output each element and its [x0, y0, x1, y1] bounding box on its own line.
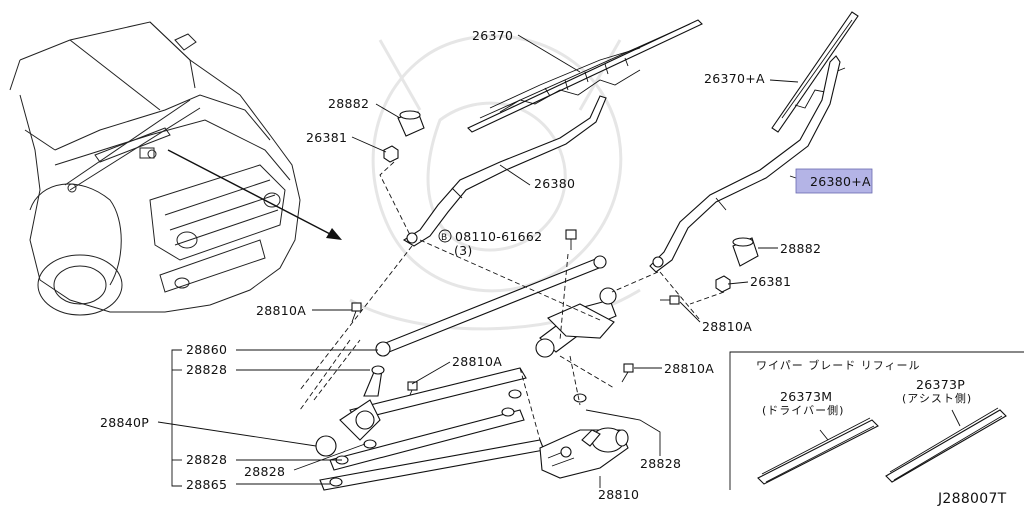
label-08110-qty: (3)	[454, 243, 473, 258]
wiper-arm-assist	[649, 55, 841, 273]
refill-assist-part-number: 26373P	[916, 377, 965, 392]
label-28810a-right-mid: 28810A	[664, 361, 714, 376]
label-26380-a: 26380+A	[810, 174, 871, 189]
bolt-28810a-right-mid	[621, 363, 634, 383]
watermark-logo	[349, 34, 641, 331]
label-08110-circle	[438, 229, 452, 243]
label-26370-a: 26370+A	[704, 71, 765, 86]
refill-strip-driver	[757, 417, 879, 485]
leader-lines	[157, 34, 809, 488]
label-28828-middle: 28828	[244, 464, 285, 479]
label-28810a-right: 28810A	[702, 319, 752, 334]
reference-arrow	[167, 149, 342, 240]
bolt-28810a-right-top	[660, 295, 680, 305]
bolt-08110	[565, 229, 577, 250]
label-26380: 26380	[534, 176, 575, 191]
label-28828-lower: 28828	[186, 452, 227, 467]
label-28828-right: 28828	[640, 456, 681, 471]
refill-driver-side-label: (ドライバー側)	[762, 404, 844, 417]
label-08110-61662: 08110-61662	[455, 229, 542, 244]
label-28810: 28810	[598, 487, 639, 502]
label-08110-circle-letter: B	[441, 233, 447, 243]
label-highlight-26380a	[795, 168, 873, 194]
label-26381-right: 26381	[750, 274, 791, 289]
refill-assist-side-label: (アシスト側)	[902, 392, 972, 405]
refill-box-title: ワイパー ブレード リフィール	[756, 358, 921, 372]
label-26370: 26370	[472, 28, 513, 43]
label-28882-right: 28882	[780, 241, 821, 256]
vehicle-front-illustration	[9, 21, 301, 316]
pivot-cap-driver	[397, 110, 425, 137]
wiper-linkage-assembly	[315, 255, 617, 491]
label-26381-left: 26381	[306, 130, 347, 145]
pivot-cap-assist	[732, 237, 759, 267]
refill-strip-assist	[885, 407, 1007, 483]
pivot-nut-driver	[383, 145, 399, 163]
label-28860: 28860	[186, 342, 227, 357]
bolt-28810a-left-top	[351, 302, 362, 323]
label-28810a-mid: 28810A	[452, 354, 502, 369]
refill-inset-box: ワイパー ブレード リフィール 26373M (ドライバー側) 26373P (…	[729, 351, 1024, 490]
pivot-nut-assist	[715, 275, 731, 293]
label-28810a-left: 28810A	[256, 303, 306, 318]
wiper-blade-driver	[467, 19, 703, 133]
refill-driver-part-number: 26373M	[780, 389, 832, 404]
wiper-motor	[539, 427, 629, 479]
label-28865: 28865	[186, 477, 227, 492]
label-28828-top: 28828	[186, 362, 227, 377]
diagram-code: J288007T	[937, 491, 1007, 507]
reference-lines	[299, 161, 725, 441]
wiper-arm-driver	[402, 95, 607, 247]
label-28840p: 28840P	[100, 415, 149, 430]
label-28882-left: 28882	[328, 96, 369, 111]
